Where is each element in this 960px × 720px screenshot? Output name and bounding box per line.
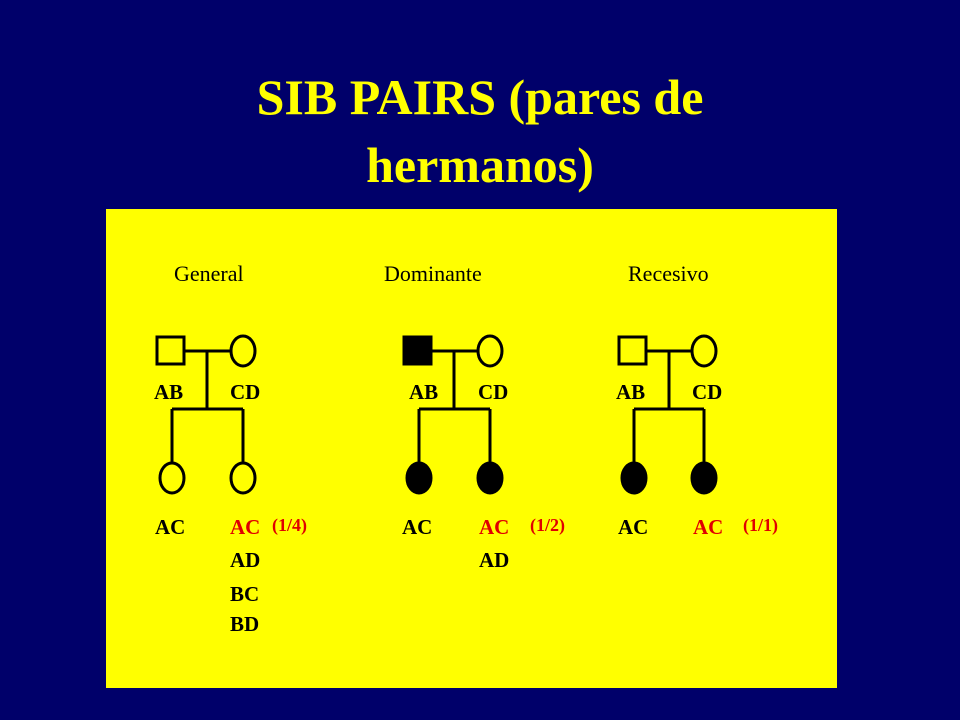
probability-ratio: (1/2) [530,515,565,535]
sib1-genotype: AC [618,515,649,539]
child1-symbol [158,461,186,495]
mother-symbol [476,334,504,368]
sib2-genotype-option: AD [230,548,261,572]
pedigree-label-general: General [174,261,244,286]
sib2-genotype-highlight: AC [230,515,261,539]
child1-symbol-affected [405,461,433,495]
mother-genotype: CD [478,380,509,404]
child2-symbol [229,461,257,495]
sib2-genotype-highlight: AC [693,515,724,539]
pedigree-lines [155,334,718,495]
father-symbol [617,335,648,366]
father-genotype: AB [616,380,646,404]
child1-symbol-affected [620,461,648,495]
pedigree-label-recesivo: Recesivo [628,261,709,286]
sib2-genotype-highlight: AC [479,515,510,539]
pedigree-general-symbols [155,334,257,495]
father-genotype: AB [154,380,184,404]
pedigree-dominante-symbols [402,334,504,495]
sib2-genotype-option: BC [230,582,260,606]
mother-symbol [229,334,257,368]
father-symbol [155,335,186,366]
child2-symbol-affected [476,461,504,495]
mother-genotype: CD [692,380,723,404]
mother-symbol [690,334,718,368]
probability-ratio: (1/1) [743,515,778,535]
probability-ratio: (1/4) [272,515,307,535]
father-genotype: AB [409,380,439,404]
child2-symbol-affected [690,461,718,495]
slide-title-line2: hermanos) [366,137,594,193]
sib2-genotype-option: AD [479,548,510,572]
pedigree-recesivo-symbols [617,334,718,495]
sib1-genotype: AC [402,515,433,539]
mother-genotype: CD [230,380,261,404]
slide-title-line1: SIB PAIRS (pares de [256,69,704,125]
sib1-genotype: AC [155,515,186,539]
pedigree-panel: General AB CD AC AC (1/4) AD BC BD Domin… [106,209,837,688]
father-symbol-affected [402,335,433,366]
sib2-genotype-option: BD [230,612,260,636]
pedigree-label-dominante: Dominante [384,261,482,286]
